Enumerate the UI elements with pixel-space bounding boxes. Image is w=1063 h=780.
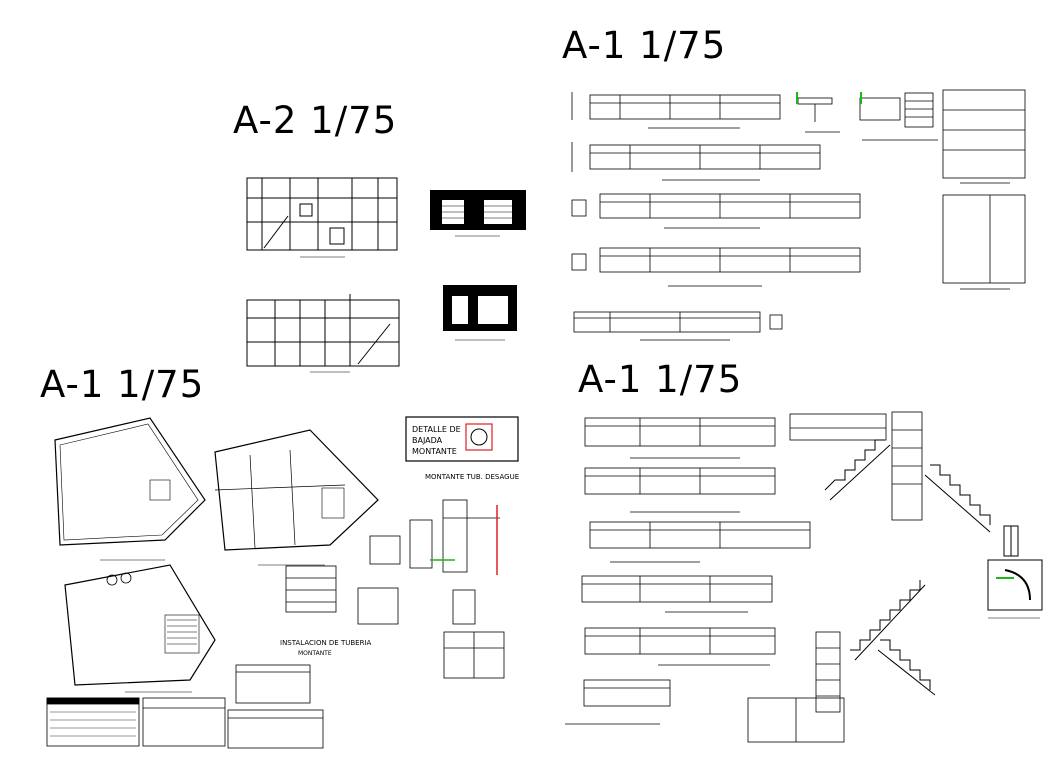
title-mid-left: A-1 1/75 [40,363,204,406]
beam-row-1 [571,92,781,129]
detail-box: DETALLE DE BAJADA MONTANTE [405,416,519,462]
detail-box-line3: MONTANTE [412,447,457,456]
installation-title-1: INSTALACION DE TUBERIA [280,639,372,647]
section-a-a [246,177,398,258]
small-details-top-right [797,89,1026,290]
detail-box-line1: DETALLE DE [412,425,461,434]
floor-plan-3 [64,564,216,693]
hatch-area [167,619,197,645]
section-b-b [246,294,400,373]
elevation-front [430,190,526,237]
montante-title: MONTANTE TUB. DESAGUE [425,473,519,481]
beam-row-3 [571,193,861,229]
title-top-center: A-2 1/75 [233,99,397,142]
corner-detail [987,559,1043,619]
montante-sections [285,499,505,679]
floor-plan-1 [54,417,206,561]
floor-plan-2 [214,429,379,566]
detail-box-line2: BAJADA [412,436,443,445]
title-mid-right: A-1 1/75 [578,358,742,401]
notes-tables-bottom-left [46,664,324,749]
stairs-details [824,439,991,696]
beam-details-mid-right [565,411,923,743]
title-top-right: A-1 1/75 [562,24,726,67]
elevation-side [443,285,517,341]
column-detail-right [1003,525,1019,557]
beam-row-5 [573,311,783,341]
beam-row-4 [571,247,861,287]
beam-row-2 [571,142,821,181]
installation-title-2: MONTANTE [298,650,332,657]
beam-details-top-right [571,92,861,341]
